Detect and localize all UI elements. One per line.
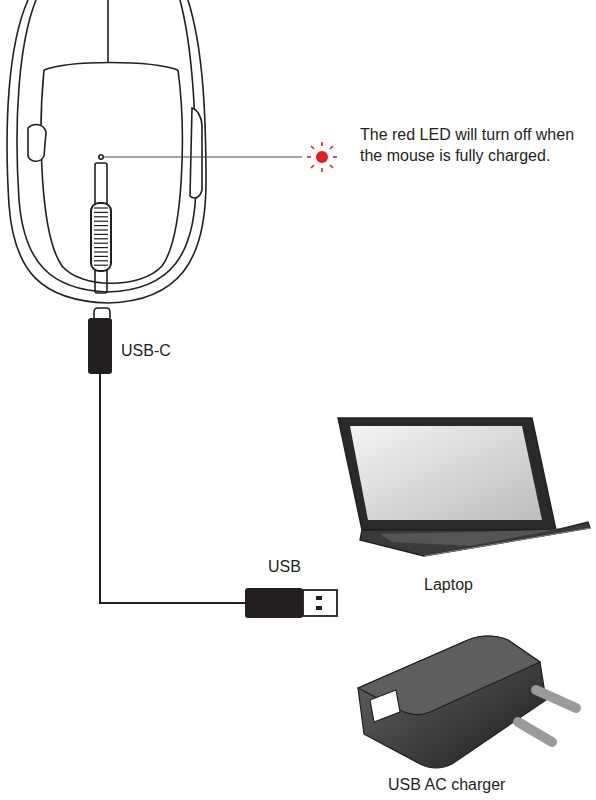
wheel-ridge [94, 212, 108, 213]
leader-line [104, 157, 302, 158]
led-icon [307, 142, 337, 172]
wheel-ridge [94, 243, 108, 244]
led-note: The red LED will turn off when the mouse… [360, 124, 575, 166]
wheel-ridge [94, 221, 108, 222]
wheel-ridge [94, 229, 108, 230]
mouse [7, 0, 206, 303]
wheel-ridge [94, 256, 108, 257]
wheel-ridge [94, 216, 108, 217]
wheel-ridge [94, 234, 108, 235]
wheel-ridge [94, 265, 108, 266]
laptop [338, 418, 590, 556]
wheel-ridge [94, 260, 108, 261]
wheel-ridge [94, 225, 108, 226]
connector-label: USB [268, 556, 301, 577]
wheel-ridge [94, 238, 108, 239]
device-label: Laptop [424, 574, 473, 595]
wheel-ridge [94, 247, 108, 248]
wheel-ridge [94, 207, 108, 208]
usb-ac-charger [358, 636, 576, 768]
device-label: USB AC charger [388, 774, 505, 795]
wheel-ridge [94, 251, 108, 252]
usb-cable [88, 308, 337, 618]
connector-label: USB-C [121, 340, 171, 361]
